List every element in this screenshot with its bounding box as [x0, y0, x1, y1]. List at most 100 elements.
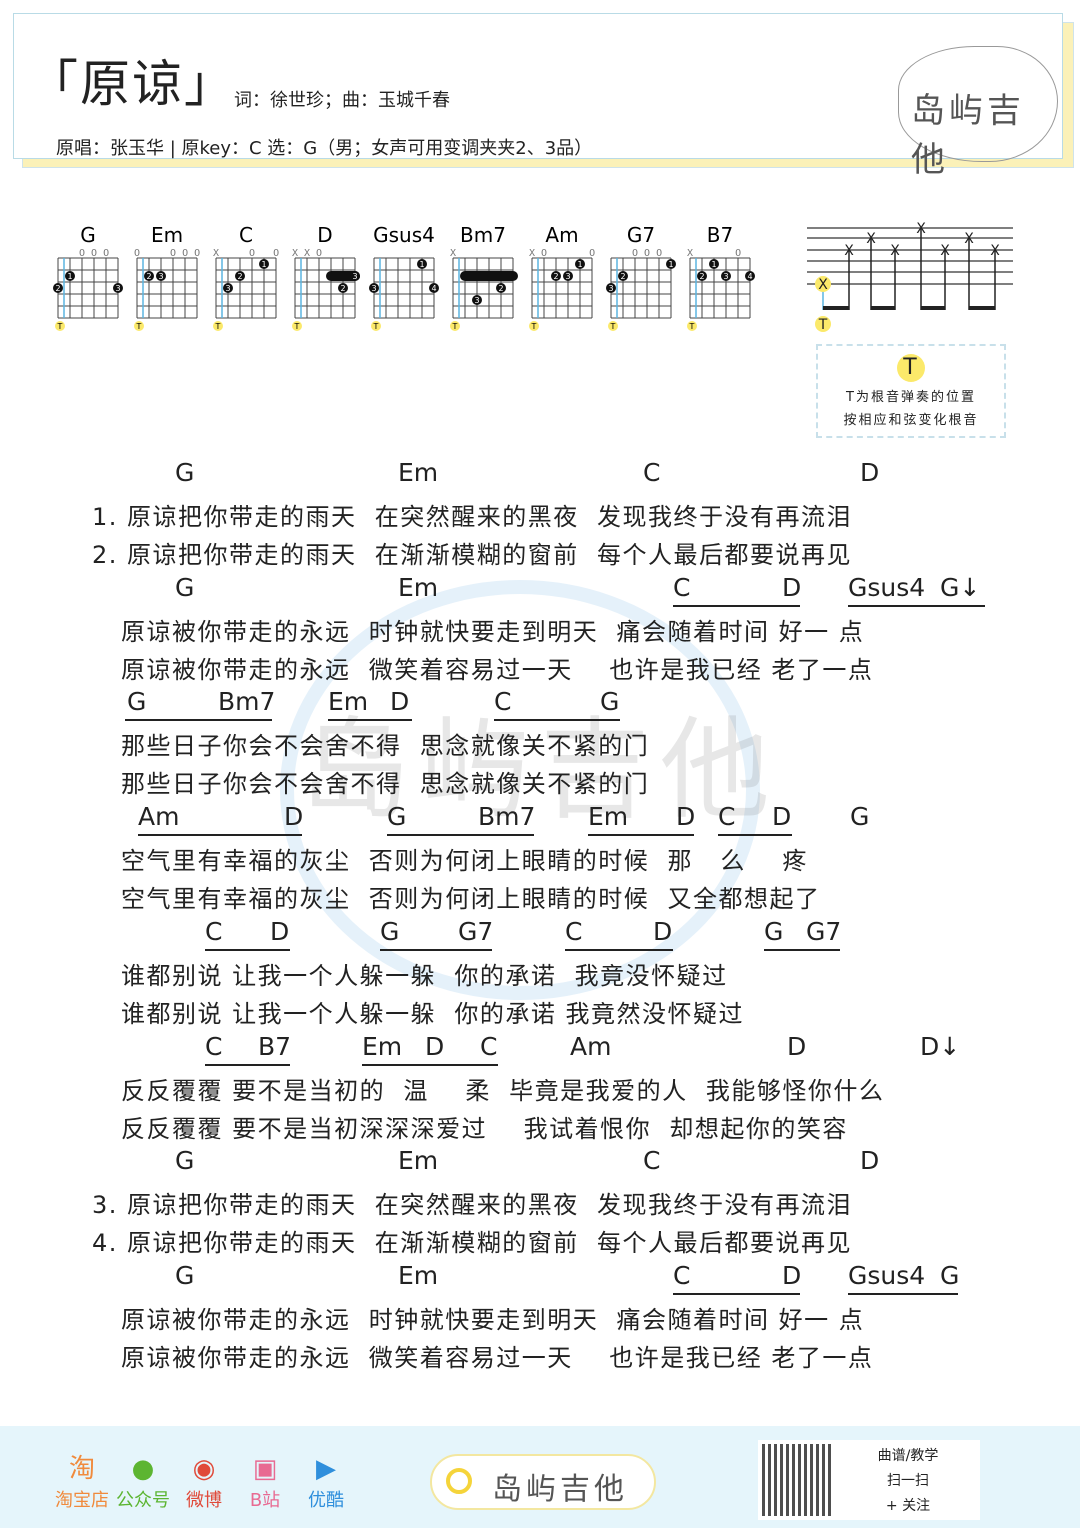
- chord-name: Em: [151, 223, 183, 247]
- lyric-line: 那些日子你会不会舍不得 思念就像关不紧的门: [121, 770, 650, 799]
- chord-label: Am: [570, 1031, 612, 1061]
- root-marker: T: [689, 322, 695, 331]
- chord-name: Am: [545, 223, 578, 247]
- finger-dot: [666, 259, 676, 269]
- chord-name: D: [317, 223, 332, 247]
- finger-dot: [697, 271, 707, 281]
- finger-dot: [563, 271, 573, 281]
- finger-dot: [65, 271, 75, 281]
- lyric-line: 1. 原谅把你带走的雨天 在突然醒来的黑夜 发现我终于没有再流泪: [92, 503, 853, 531]
- finger-number: 3: [158, 272, 163, 281]
- qr-line: + 关注: [885, 1498, 931, 1514]
- chord-underline: [673, 1292, 800, 1295]
- finger-dot: [709, 259, 719, 269]
- finger-dot: [721, 271, 731, 281]
- chord-label: C: [565, 916, 583, 946]
- chord-label: G: [380, 916, 400, 946]
- finger-dot: [551, 271, 561, 281]
- finger-number: 3: [225, 284, 230, 293]
- chord-label: C: [205, 1031, 223, 1061]
- chord-label: Em: [362, 1031, 403, 1061]
- svg-text:X: X: [844, 243, 854, 259]
- footer-link-3[interactable]: ▣B站: [235, 1452, 295, 1512]
- legend-line-2: 按相应和弦变化根音: [843, 413, 979, 428]
- chord-underline: [588, 834, 694, 837]
- root-marker: T: [57, 322, 63, 331]
- finger-number: 1: [711, 260, 716, 269]
- root-note-legend: T T为根音弹奏的位置 按相应和弦变化根音: [816, 344, 1006, 438]
- root-marker-dot: [687, 321, 697, 331]
- chord-label: Am: [138, 802, 180, 832]
- chord-label: C: [205, 916, 223, 946]
- chord-name: B7: [707, 223, 733, 247]
- footer-link-2[interactable]: ◉微博: [174, 1452, 234, 1512]
- chord-name: G: [80, 223, 96, 247]
- chord-label: G: [764, 916, 784, 946]
- open-muted-strings: [371, 248, 443, 259]
- social-icon: ▶: [316, 1454, 336, 1484]
- finger-dot: [156, 271, 166, 281]
- chord-label: D: [860, 1146, 880, 1176]
- root-symbol: T: [897, 354, 925, 382]
- social-label: 淘宝店: [55, 1490, 109, 1511]
- chord-name: C: [239, 223, 253, 247]
- lyric-line: 反反覆覆 要不是当初的 温 柔 毕竟是我爱的人 我能够怪你什么: [121, 1076, 885, 1105]
- song-meta: 原唱：张玉华 | 原key：C 选：G（男；女声可用变调夹夹2、3品）: [56, 138, 593, 159]
- chord-underline: [387, 834, 534, 837]
- qr-panel: 曲谱/教学 扫一扫 + 关注: [758, 1440, 980, 1520]
- chord-underline: [380, 948, 492, 951]
- finger-dot: [429, 283, 439, 293]
- chord-label: Em: [398, 458, 439, 487]
- chord-label: D: [782, 572, 802, 602]
- qr-line: 曲谱/教学: [877, 1448, 939, 1464]
- finger-dot: [606, 283, 616, 293]
- finger-dot: [417, 259, 427, 269]
- finger-number: 3: [608, 284, 613, 293]
- search-box[interactable]: 岛屿吉他: [430, 1454, 656, 1510]
- social-icon: 淘: [68, 1454, 95, 1484]
- svg-text:X: X: [890, 243, 900, 259]
- chord-label: Bm7: [218, 687, 276, 717]
- chord-label: D: [676, 802, 696, 832]
- open-muted-strings: X: [450, 248, 522, 259]
- chord-label: G: [940, 1260, 960, 1290]
- svg-text:X: X: [964, 231, 974, 247]
- finger-dot: [259, 259, 269, 269]
- chord-underline: [764, 948, 840, 951]
- footer-link-1[interactable]: ●公众号: [113, 1452, 173, 1512]
- footer-link-4[interactable]: ▶优酷: [296, 1452, 356, 1512]
- chord-label: G: [850, 802, 870, 832]
- finger-number: 1: [419, 260, 424, 269]
- finger-dot: [618, 271, 628, 281]
- finger-number: 3: [115, 284, 120, 293]
- chord-name: G7: [627, 223, 655, 247]
- root-marker: T: [610, 322, 616, 331]
- finger-dot: [575, 259, 585, 269]
- chord-underline: [565, 948, 673, 951]
- qr-code[interactable]: [762, 1444, 832, 1516]
- lyric-line: 原谅被你带走的永远 微笑着容易过一天 也许是我已经 老了一点: [121, 655, 874, 684]
- lyric-line: 空气里有幸福的灰尘 否则为何闭上眼睛的时候 那 么 疼: [121, 847, 808, 876]
- chord-label: Em: [328, 687, 369, 717]
- finger-dot: [144, 271, 154, 281]
- chord-label: D: [425, 1031, 445, 1061]
- svg-text:X: X: [940, 243, 950, 259]
- chord-underline: [673, 604, 800, 607]
- search-icon: [446, 1468, 472, 1494]
- finger-dot: [472, 295, 482, 305]
- footer-link-0[interactable]: 淘淘宝店: [52, 1452, 112, 1512]
- chord-label: G7: [806, 916, 842, 946]
- open-muted-strings: OOO: [608, 248, 680, 259]
- social-label: 公众号: [116, 1490, 170, 1511]
- chord-label: C: [673, 572, 691, 602]
- open-muted-strings: X O O: [213, 248, 285, 259]
- finger-number: 4: [431, 284, 436, 293]
- chord-label: Em: [398, 572, 439, 602]
- chord-label: Bm7: [478, 802, 536, 832]
- song-credits: 词：徐世珍；曲：玉城千春: [234, 90, 450, 111]
- chord-label: D: [284, 802, 304, 832]
